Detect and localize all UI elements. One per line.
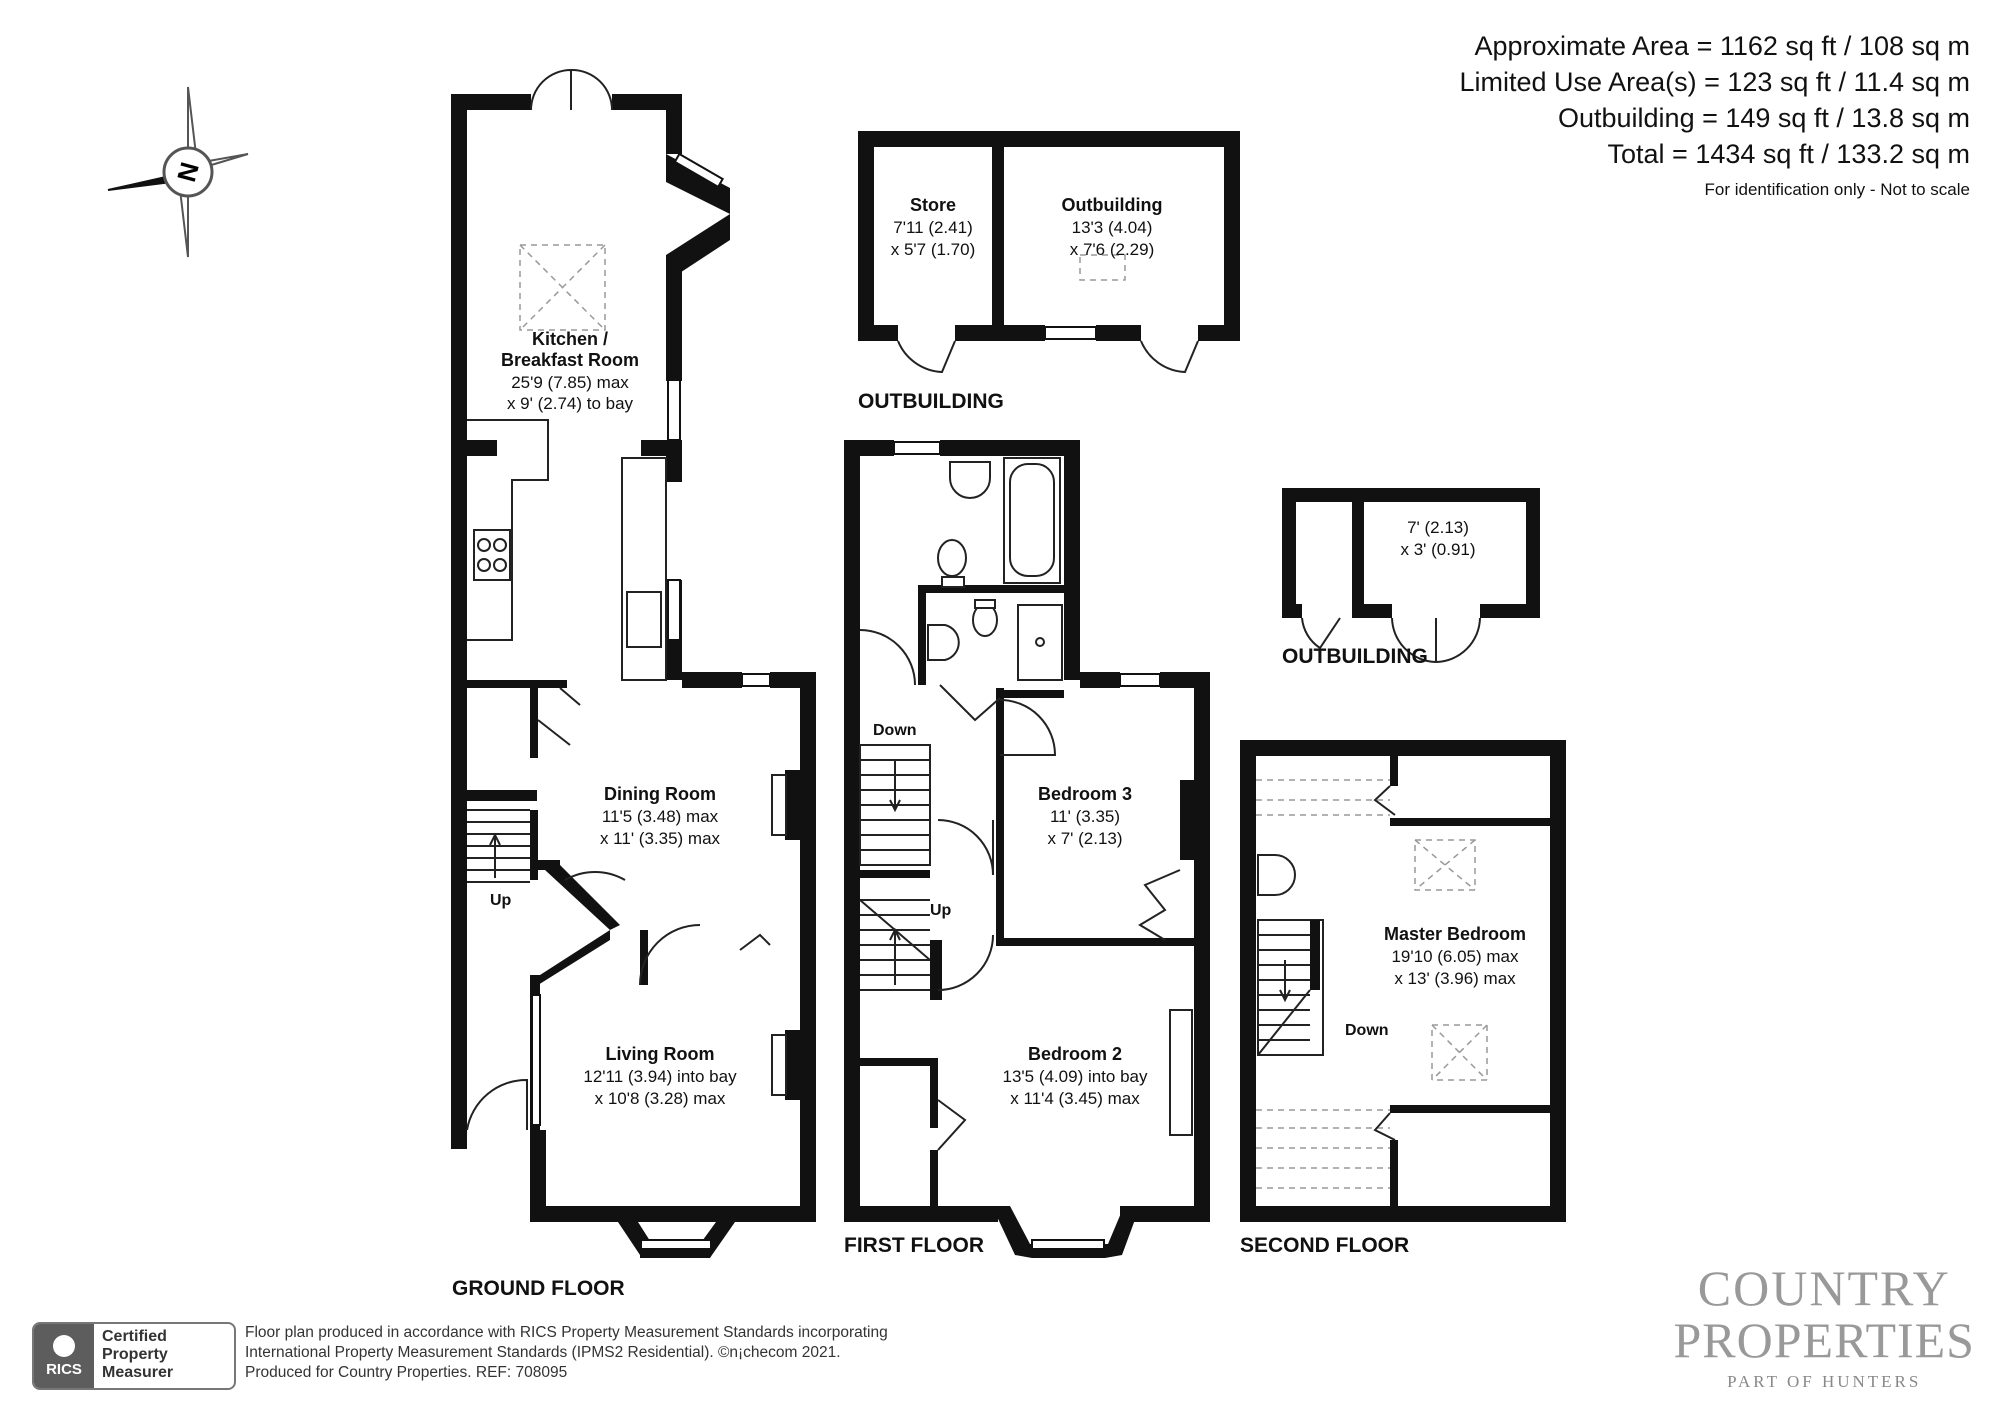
room-name-kitchen-2: Breakfast Room [501, 350, 639, 370]
brand-line-3: PART OF HUNTERS [1727, 1372, 1922, 1391]
room-name-living: Living Room [606, 1044, 715, 1064]
stairs-down-label-second: Down [1345, 1022, 1389, 1039]
room-dim-living-2: x 10'8 (3.28) max [595, 1089, 726, 1108]
room-dim-small-outbuilding-2: x 3' (0.91) [1400, 540, 1475, 559]
rics-cert-text: Certified Property Measurer [94, 1324, 181, 1388]
second-floor-plan: Down [1240, 740, 1566, 1222]
footer-line-1: Floor plan produced in accordance with R… [245, 1324, 888, 1341]
room-dim-dining-2: x 11' (3.35) max [600, 829, 721, 848]
rics-certified-badge: RICS Certified Property Measurer [32, 1322, 236, 1390]
brand-logo: COUNTRY PROPERTIES PART OF HUNTERS [1673, 1262, 1975, 1392]
rics-cert-line-3: Measurer [102, 1364, 174, 1381]
outbuilding-area-text: Outbuilding = 149 sq ft / 13.8 sq m [1557, 103, 1970, 133]
stairs-down-label-first: Down [873, 722, 917, 739]
room-dim-bedroom3-2: x 7' (2.13) [1047, 829, 1122, 848]
room-dim-master-2: x 13' (3.96) max [1394, 969, 1516, 988]
floor-label-ground: GROUND FLOOR [452, 1277, 625, 1300]
rics-cert-line-1: Certified [102, 1328, 167, 1345]
room-name-master: Master Bedroom [1384, 924, 1526, 944]
room-dim-bedroom2-2: x 11'4 (3.45) max [1010, 1089, 1140, 1108]
room-name-dining: Dining Room [604, 784, 716, 804]
brand-line-1: COUNTRY [1697, 1260, 1951, 1316]
room-name-bedroom3: Bedroom 3 [1038, 784, 1132, 804]
footer-line-2: International Property Measurement Stand… [245, 1344, 841, 1361]
room-dim-kitchen-2: x 9' (2.74) to bay [507, 394, 634, 413]
room-dim-living-1: 12'11 (3.94) into bay [583, 1067, 737, 1086]
total-area-text: Total = 1434 sq ft / 133.2 sq m [1607, 139, 1970, 169]
floor-label-first: FIRST FLOOR [844, 1234, 984, 1257]
footer-line-3: Produced for Country Properties. REF: 70… [245, 1364, 568, 1381]
room-dim-kitchen-1: 25'9 (7.85) max [511, 373, 629, 392]
brand-line-2: PROPERTIES [1673, 1312, 1975, 1368]
room-name-kitchen-1: Kitchen / [532, 329, 608, 349]
floor-label-outbuilding-main: OUTBUILDING [858, 390, 1004, 413]
room-dim-bedroom3-1: 11' (3.35) [1050, 807, 1120, 826]
stairs-up-label-first: Up [930, 902, 952, 919]
floor-label-second: SECOND FLOOR [1240, 1234, 1409, 1257]
stairs-up-label-ground: Up [490, 892, 512, 909]
rics-logo: RICS [34, 1324, 94, 1388]
floor-label-outbuilding-small: OUTBUILDING [1282, 645, 1428, 668]
first-floor-plan: Down Up [844, 440, 1210, 1258]
room-dim-store-1: 7'11 (2.41) [893, 218, 972, 237]
area-summary: Approximate Area = 1162 sq ft / 108 sq m… [1460, 28, 1970, 200]
rics-cert-line-2: Property [102, 1346, 168, 1363]
room-dim-small-outbuilding-1: 7' (2.13) [1407, 518, 1469, 537]
room-dim-dining-1: 11'5 (3.48) max [602, 807, 719, 826]
footer-disclaimer: Floor plan produced in accordance with R… [245, 1323, 888, 1383]
room-name-outbuilding: Outbuilding [1062, 195, 1163, 215]
room-dim-bedroom2-1: 13'5 (4.09) into bay [1002, 1067, 1148, 1086]
room-name-store: Store [910, 195, 956, 215]
room-dim-outbuilding-1: 13'3 (4.04) [1072, 218, 1153, 237]
compass-rose-icon: N [107, 86, 249, 258]
ground-floor-plan: Up [451, 68, 816, 1258]
limited-use-area-text: Limited Use Area(s) = 123 sq ft / 11.4 s… [1459, 67, 1970, 97]
room-dim-master-1: 19'10 (6.05) max [1391, 947, 1519, 966]
room-name-bedroom2: Bedroom 2 [1028, 1044, 1122, 1064]
small-outbuilding-plan [1282, 488, 1540, 663]
room-dim-outbuilding-2: x 7'6 (2.29) [1070, 240, 1155, 259]
approx-area-text: Approximate Area = 1162 sq ft / 108 sq m [1474, 31, 1970, 61]
rics-lion-icon [53, 1334, 75, 1357]
outbuilding-plan [858, 131, 1240, 374]
not-to-scale-note: For identification only - Not to scale [1704, 180, 1970, 199]
rics-logo-text: RICS [46, 1360, 82, 1378]
room-dim-store-2: x 5'7 (1.70) [891, 240, 976, 259]
